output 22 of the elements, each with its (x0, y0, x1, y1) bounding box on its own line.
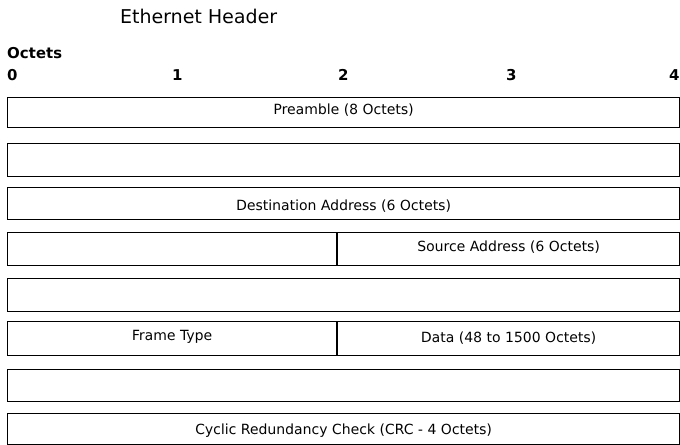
title: Ethernet Header (120, 6, 278, 28)
field-label: Cyclic Redundancy Check (CRC - 4 Octets) (194, 422, 493, 438)
field-box (7, 321, 337, 356)
empty-field-box (7, 369, 680, 402)
tick-label: 3 (506, 66, 516, 84)
tick-label: 1 (172, 66, 182, 84)
tick-label: 0 (7, 66, 18, 84)
empty-field-box (7, 143, 680, 177)
field-box (337, 232, 680, 266)
field-label: Preamble (8 Octets) (272, 102, 415, 118)
field-label: Source Address (6 Octets) (416, 239, 601, 255)
field-box (7, 97, 680, 128)
empty-field-box (7, 278, 680, 312)
tick-label: 4 (669, 66, 680, 84)
axis-title: Octets (7, 44, 62, 62)
field-box (7, 413, 680, 445)
tick-label: 2 (338, 66, 348, 84)
field-box (7, 187, 680, 220)
field-box (337, 321, 680, 356)
field-label: Data (48 to 1500 Octets) (420, 330, 598, 346)
field-label: Frame Type (130, 328, 214, 344)
field-label: Destination Address (6 Octets) (235, 198, 452, 214)
